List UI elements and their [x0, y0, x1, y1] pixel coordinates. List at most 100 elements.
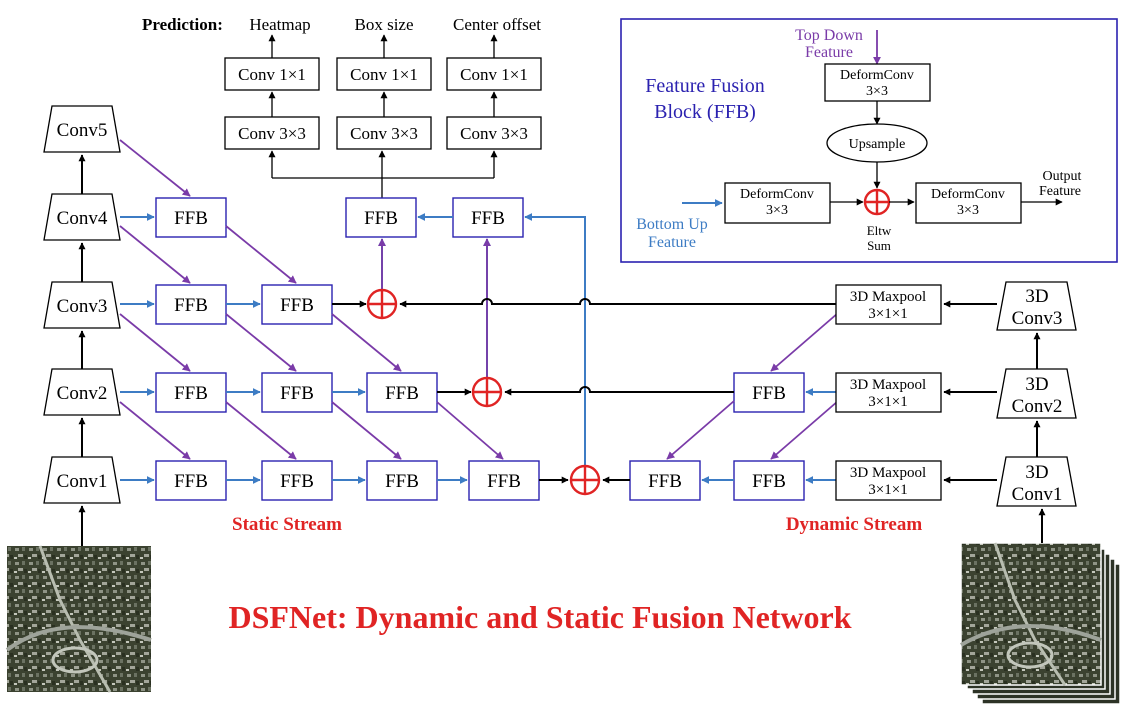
- eltw-sum-row2: [471, 376, 503, 408]
- ffb-label: FFB: [174, 471, 208, 492]
- maxpool-line1: 3D Maxpool: [850, 465, 926, 481]
- head-offset-conv3x3: [446, 116, 542, 150]
- conv1-block: Conv1: [43, 456, 121, 504]
- top-down-feature-line2: Feature: [805, 44, 853, 61]
- head-box-size-conv3x3: [336, 116, 432, 150]
- conv1x1-label: Conv 1×1: [238, 65, 306, 84]
- ffb-block: [629, 460, 701, 501]
- ffb-label: FFB: [471, 208, 505, 229]
- ffb-legend-title-line2: Block (FFB): [654, 101, 756, 123]
- 3d-conv2-line2: Conv2: [1012, 396, 1063, 417]
- maxpool-line2: 3×1×1: [868, 394, 907, 410]
- deformconv-line2: 3×3: [766, 203, 788, 218]
- dynamic-input-image-stack: [959, 542, 1121, 705]
- ffb-label: FFB: [280, 383, 314, 404]
- static-backbone: Conv5 Conv4 Conv3 Conv2 Conv1: [43, 105, 121, 546]
- static-input-image: [5, 545, 152, 693]
- ffb-label: FFB: [174, 208, 208, 229]
- ffb-label: FFB: [280, 295, 314, 316]
- head-box-size-label: Box size: [354, 15, 413, 34]
- dynamic-backbone: 3D Conv3 3D Conv2 3D Conv1 3D Maxpool 3×…: [835, 281, 1077, 543]
- ffb-label: FFB: [648, 471, 682, 492]
- top-down-feature-line1: Top Down: [795, 27, 863, 44]
- head-center-offset-label: Center offset: [453, 15, 541, 34]
- top-down-arrows: [119, 139, 839, 460]
- head-heatmap-conv3x3: [224, 116, 320, 150]
- legend-deformconv-right: [915, 182, 1022, 224]
- bottom-up-feature-line2: Feature: [648, 234, 696, 251]
- conv3-label: Conv3: [57, 296, 108, 317]
- ffb-legend-title-line1: Feature Fusion: [645, 75, 764, 97]
- deformconv-line2: 3×3: [957, 203, 979, 218]
- ffb-label: FFB: [385, 383, 419, 404]
- conv1x1-label: Conv 1×1: [460, 65, 528, 84]
- conv1x1-label: Conv 1×1: [350, 65, 418, 84]
- static-stream-label: Static Stream: [232, 514, 342, 535]
- 3d-conv3-block: 3D Conv3: [996, 281, 1077, 331]
- conv3x3-label: Conv 3×3: [350, 124, 418, 143]
- 3d-maxpool-row1: [835, 460, 942, 501]
- ffb-block: [155, 197, 227, 238]
- ffb-legend-panel: Feature Fusion Block (FFB) Top Down Feat…: [620, 18, 1118, 263]
- 3d-maxpool-row3: [835, 284, 942, 325]
- ffb-label: FFB: [385, 471, 419, 492]
- ffb-block: [155, 460, 227, 501]
- conv2-label: Conv2: [57, 383, 108, 404]
- ffb-label: FFB: [174, 383, 208, 404]
- legend-eltw-sum: [863, 188, 891, 216]
- deformconv-line1: DeformConv: [740, 187, 814, 202]
- ffb-block: [261, 284, 333, 325]
- diagram-title: DSFNet: Dynamic and Static Fusion Networ…: [228, 599, 851, 635]
- head-heatmap-conv1x1: [224, 57, 320, 91]
- ffb-label: FFB: [752, 383, 786, 404]
- ffb-block: [261, 460, 333, 501]
- conv4-block: Conv4: [43, 193, 121, 241]
- deformconv-line1: DeformConv: [931, 187, 1005, 202]
- bottom-up-feature-line1: Bottom Up: [636, 216, 708, 233]
- conv3-block: Conv3: [43, 281, 121, 329]
- 3d-conv3-line1: 3D: [1025, 286, 1048, 307]
- ffb-block: [155, 372, 227, 413]
- head-heatmap-label: Heatmap: [249, 15, 310, 34]
- maxpool-line1: 3D Maxpool: [850, 289, 926, 305]
- head-box-size-conv1x1: [336, 57, 432, 91]
- output-feature-line1: Output: [1043, 169, 1082, 184]
- ffb-block: [155, 284, 227, 325]
- upsample-label: Upsample: [849, 137, 906, 152]
- legend-deformconv-top: [824, 63, 931, 102]
- eltw-sum-row1: [569, 464, 601, 496]
- conv3x3-label: Conv 3×3: [460, 124, 528, 143]
- dynamic-stream-label: Dynamic Stream: [786, 514, 922, 535]
- 3d-conv1-line2: Conv1: [1012, 484, 1063, 505]
- conv1-label: Conv1: [57, 471, 108, 492]
- ffb-block: [733, 372, 805, 413]
- fusion-connections: [332, 298, 836, 484]
- ffb-block: [468, 460, 540, 501]
- 3d-conv2-block: 3D Conv2: [996, 368, 1077, 419]
- conv5-block: Conv5: [43, 105, 121, 153]
- conv5-label: Conv5: [57, 120, 108, 141]
- 3d-conv1-line1: 3D: [1025, 462, 1048, 483]
- 3d-conv2-line1: 3D: [1025, 374, 1048, 395]
- maxpool-line2: 3×1×1: [868, 482, 907, 498]
- prediction-label: Prediction:: [142, 15, 223, 34]
- legend-deformconv-left: [724, 182, 831, 224]
- output-feature-line2: Feature: [1039, 184, 1081, 199]
- ffb-block-output: [345, 197, 417, 238]
- eltw-line2: Sum: [867, 238, 891, 253]
- eltw-line1: Eltw: [867, 223, 892, 238]
- 3d-maxpool-row2: [835, 372, 942, 413]
- ffb-label: FFB: [174, 295, 208, 316]
- ffb-block: [452, 197, 524, 238]
- ffb-blocks: FFB FFB FFB FFB FFB FFB FFB FFB FFB FFB …: [155, 197, 805, 501]
- ffb-label: FFB: [752, 471, 786, 492]
- 3d-conv3-line2: Conv3: [1012, 308, 1063, 329]
- eltw-sum-row3: [366, 288, 398, 320]
- ffb-label: FFB: [487, 471, 521, 492]
- conv3x3-label: Conv 3×3: [238, 124, 306, 143]
- deformconv-line1: DeformConv: [840, 68, 914, 83]
- ffb-label: FFB: [364, 208, 398, 229]
- 3d-conv1-block: 3D Conv1: [996, 456, 1077, 507]
- conv2-block: Conv2: [43, 368, 121, 416]
